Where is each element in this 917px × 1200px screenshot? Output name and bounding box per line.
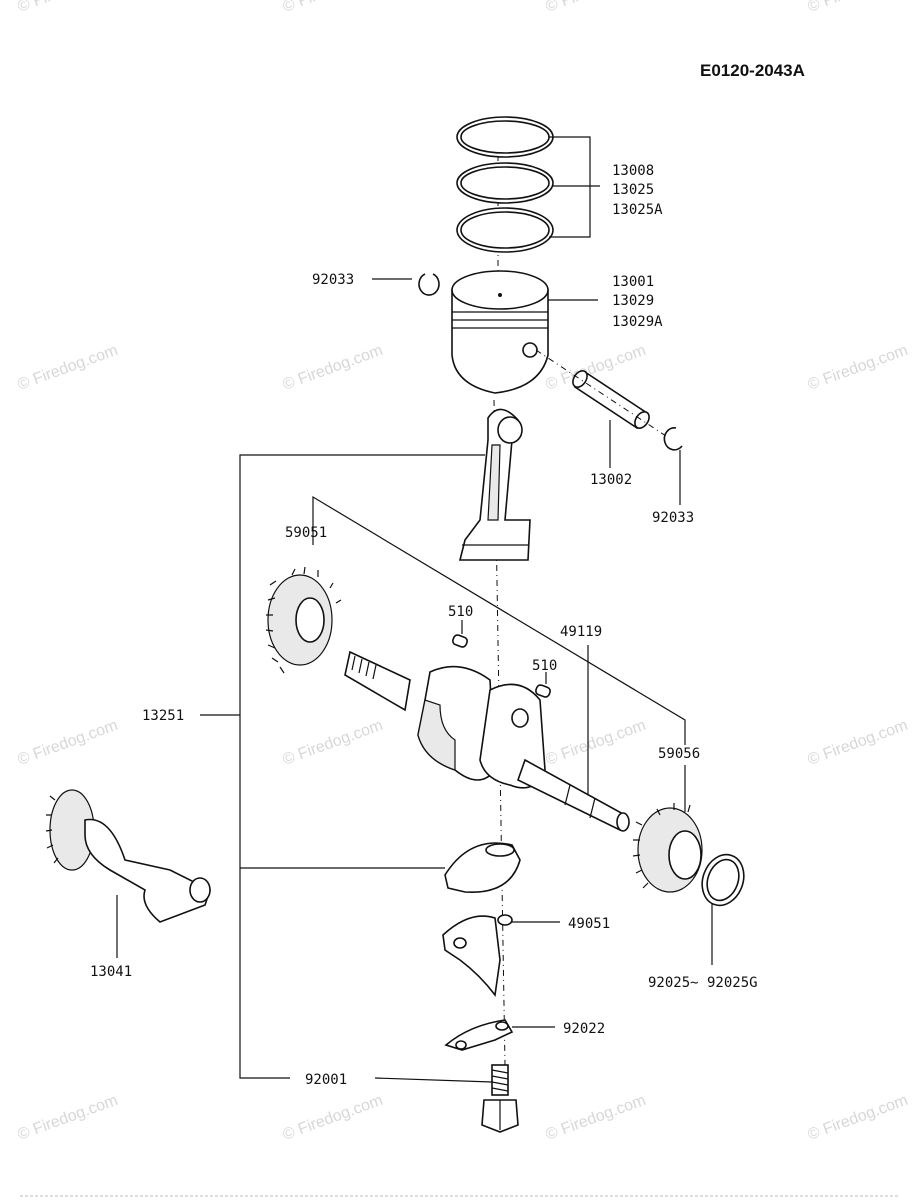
watermark-layer: © Firedog.com © Firedog.com © Firedog.co… [16,0,911,1144]
label-13029A: 13029A [612,314,663,330]
watermark: © Firedog.com [281,717,386,769]
leader-bolt [374,1077,493,1083]
watermark: © Firedog.com [16,717,121,769]
diagram-code: E0120-2043A [700,61,805,80]
gear-right [632,803,703,893]
label-49051: 49051 [568,916,610,932]
pin-axis [535,349,673,441]
gear-left [265,566,342,674]
leader-gear-group [312,495,686,745]
label-92001: 92001 [305,1072,347,1088]
watermark: © Firedog.com [806,1092,911,1144]
label-92022: 92022 [563,1021,605,1037]
watermark: © Firedog.com [16,0,121,16]
label-59056: 59056 [658,746,700,762]
bolt [481,1064,519,1133]
label-92033-lower: 92033 [652,510,694,526]
label-13002: 13002 [590,472,632,488]
piston [451,270,549,394]
piston-rings [456,116,554,253]
watermark: © Firedog.com [281,342,386,394]
clip-lower [663,427,683,451]
label-49119: 49119 [560,624,602,640]
label-92033-upper: 92033 [312,272,354,288]
watermark: © Firedog.com [281,1092,386,1144]
balancer [45,789,211,923]
key-510-a [452,634,468,648]
watermark: © Firedog.com [16,342,121,394]
ring-top-inner [460,120,550,154]
label-13251: 13251 [142,708,184,724]
label-13008: 13008 [612,163,654,179]
ring-second-inner [460,166,550,200]
label-59051: 59051 [285,525,327,541]
dipper [442,914,513,998]
clip-upper [418,273,440,296]
key-510-b [535,684,551,698]
watermark: © Firedog.com [281,0,386,16]
label-510-a: 510 [448,604,473,620]
ring-oil-inner [460,211,550,249]
connecting-rod [458,408,531,561]
label-92025: 92025∼ 92025G [648,975,758,991]
label-13025: 13025 [612,182,654,198]
label-13029: 13029 [612,293,654,309]
watermark: © Firedog.com [806,717,911,769]
bracket-13251 [200,454,485,1079]
lock-plate [444,1019,514,1051]
crankshaft [344,650,630,832]
piston-pin [572,370,650,430]
watermark: © Firedog.com [544,0,649,16]
watermark: © Firedog.com [544,1092,649,1144]
watermark: © Firedog.com [806,342,911,394]
leader-rings [549,136,600,238]
label-13001: 13001 [612,274,654,290]
conrod-cap [444,842,521,893]
label-13025A: 13025A [612,202,663,218]
watermark: © Firedog.com [544,717,649,769]
label-13041: 13041 [90,964,132,980]
washer-inner [706,858,740,902]
label-510-b: 510 [532,658,557,674]
watermark: © Firedog.com [16,1092,121,1144]
watermark: © Firedog.com [806,0,911,16]
